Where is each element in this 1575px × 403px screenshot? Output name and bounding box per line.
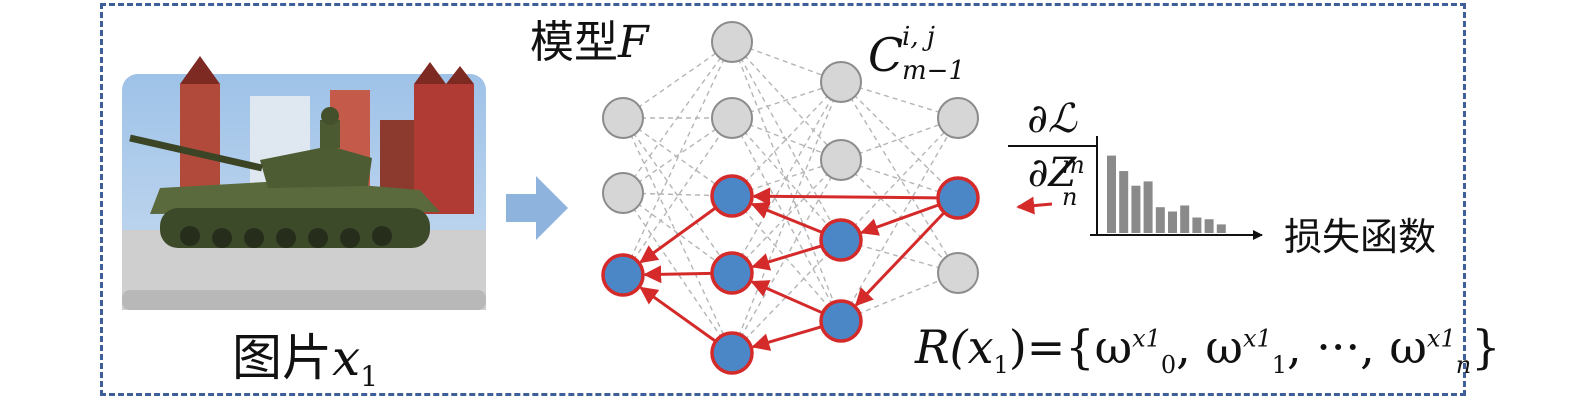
diagram-frame <box>100 3 1466 396</box>
network-edge <box>840 117 959 241</box>
backprop-arrow <box>854 211 946 307</box>
network-edge <box>731 195 842 322</box>
backprop-arrow <box>643 265 713 284</box>
network-edge <box>840 159 959 274</box>
backprop-arrow <box>639 206 717 264</box>
c-label-main: C <box>868 28 904 82</box>
neuron <box>820 61 862 103</box>
formula-sep2: , ···, ω <box>1287 320 1427 374</box>
neuron <box>602 172 644 214</box>
histogram-bar <box>1119 171 1129 233</box>
network-edge <box>731 81 842 274</box>
formula-t0-sup: x1 <box>1132 324 1161 353</box>
gradient-den-sub: n <box>1062 183 1078 211</box>
network-edge <box>840 81 959 199</box>
backprop-arrow <box>751 244 823 271</box>
backprop-arrow <box>751 325 823 351</box>
neuron <box>820 139 862 181</box>
formula-sep1: , ω <box>1176 320 1243 374</box>
formula-tn-sup: x1 <box>1426 324 1456 353</box>
formula-close: } <box>1471 320 1501 374</box>
backprop-arrow <box>860 203 940 236</box>
input-arrow <box>506 176 568 240</box>
neuron-active <box>710 251 754 295</box>
neuron-active <box>819 218 863 262</box>
c-label-sup: i, j <box>902 22 935 52</box>
backprop-arrow <box>752 187 939 206</box>
neuron <box>711 97 753 139</box>
neuron-active <box>819 299 863 343</box>
c-label-sub: m−1 <box>902 56 965 86</box>
backprop-arrow <box>639 286 717 343</box>
formula-arg: (x <box>949 320 994 374</box>
formula-R: R <box>915 320 950 374</box>
photo-label-sub: 1 <box>360 360 379 393</box>
network-edge <box>731 239 842 354</box>
neuron-active <box>601 253 645 297</box>
neuron <box>602 97 644 139</box>
network-edge <box>731 117 842 322</box>
model-label: 模型F <box>530 6 649 70</box>
network-edge <box>622 117 733 274</box>
neuron-active <box>710 174 754 218</box>
histogram-bar <box>1131 185 1141 233</box>
gradient-denominator: ∂Z <box>1027 150 1077 196</box>
backprop-arrow <box>750 201 824 234</box>
histogram-bar <box>1204 219 1214 233</box>
histogram-bar <box>1155 207 1165 233</box>
network-edge <box>622 41 733 276</box>
histogram-bar <box>1216 224 1226 233</box>
neuron-active <box>710 331 754 375</box>
histogram-bar <box>1192 217 1202 233</box>
histogram-bar <box>1107 155 1116 233</box>
formula-arg-sub: 1 <box>993 351 1009 380</box>
histogram-bar <box>1180 205 1190 233</box>
photo-label-text: 图片 <box>232 329 332 387</box>
gradient-numerator: ∂ℒ <box>1027 96 1077 142</box>
neuron <box>711 21 753 63</box>
fraction-bar <box>1008 145 1096 147</box>
formula-t0-sub: 0 <box>1160 351 1177 380</box>
gradient-arrow <box>1016 196 1053 215</box>
gradient-backprop-arrows <box>639 187 946 351</box>
loss-function-label: 损失函数 <box>1284 215 1437 259</box>
model-label-var: F <box>618 17 649 68</box>
backprop-arrow <box>750 280 824 315</box>
formula-eq: )={ω <box>1008 320 1133 374</box>
photo-label: 图片x1 <box>232 318 378 393</box>
network-edge <box>622 41 733 194</box>
neuron <box>937 252 979 294</box>
loss-histogram <box>1090 136 1263 240</box>
formula-t1-sub: 1 <box>1271 351 1288 380</box>
network-edge <box>731 41 842 161</box>
histogram-bar <box>1168 211 1177 233</box>
network-edge <box>731 117 842 241</box>
network-edge <box>731 41 842 241</box>
network-edge <box>731 159 842 274</box>
neuron-active <box>936 176 980 220</box>
network-edge <box>622 41 733 119</box>
model-label-text: 模型 <box>530 17 618 68</box>
relevance-formula: R(x1)={ωx10, ωx11, ···, ωx1n} <box>915 320 1500 379</box>
formula-tn-sub: n <box>1455 351 1472 380</box>
gradient-den-sup: m <box>1062 151 1085 179</box>
network-edge <box>622 117 733 194</box>
network-edge <box>622 192 733 274</box>
network-edge <box>840 81 959 274</box>
neuron <box>937 97 979 139</box>
network-edge <box>731 41 842 322</box>
formula-t1-sup: x1 <box>1242 324 1272 353</box>
histogram-bar <box>1143 181 1153 233</box>
photo-label-var: x <box>332 329 361 387</box>
network-neurons <box>601 21 980 375</box>
tank-photo <box>122 56 486 310</box>
